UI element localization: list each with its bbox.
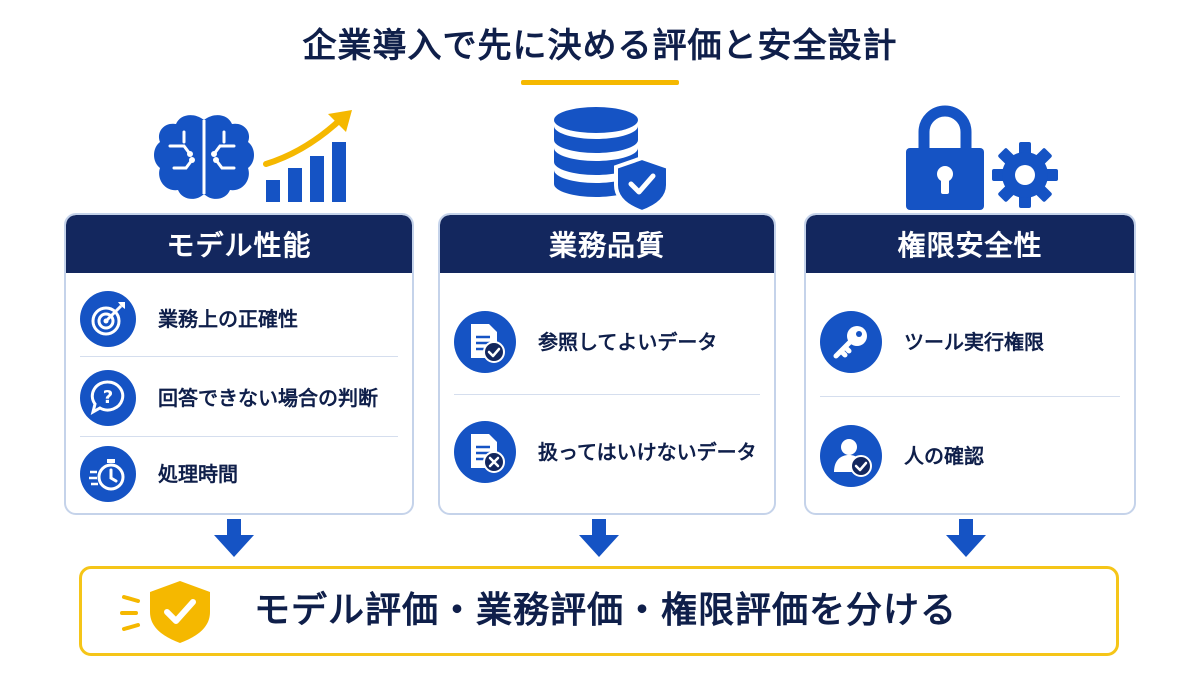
summary-banner: モデル評価・業務評価・権限評価を分ける [79, 566, 1119, 656]
list-item: 業務上の正確性 [80, 291, 398, 347]
card-model-performance: モデル性能 業務上の正確性 ? 回答できない場合の判断 [64, 213, 414, 515]
person-check-icon [820, 425, 882, 487]
card-permission-safety: 権限安全性 ツール実行権限 人の確認 [804, 213, 1136, 515]
list-item: 参照してよいデータ [454, 311, 760, 373]
document-check-icon [454, 311, 516, 373]
target-icon [80, 291, 136, 347]
divider [80, 356, 398, 357]
item-label: 処理時間 [158, 462, 238, 486]
shield-check-icon [120, 581, 210, 643]
banner-text: モデル評価・業務評価・権限評価を分ける [254, 590, 958, 631]
item-label: 回答できない場合の判断 [158, 386, 378, 410]
arrow-down-icon [214, 519, 254, 557]
gear-icon [992, 142, 1058, 208]
divider [80, 436, 398, 437]
lock-icon [906, 105, 984, 210]
card-header: モデル性能 [66, 215, 412, 273]
list-item: 処理時間 [80, 446, 398, 502]
card-header: 業務品質 [440, 215, 774, 273]
list-item: ? 回答できない場合の判断 [80, 370, 398, 426]
rising-bar-chart-icon [263, 110, 352, 202]
item-label: 人の確認 [904, 444, 984, 468]
list-item: 人の確認 [820, 425, 1120, 487]
brain-icon [154, 115, 254, 199]
item-label: 参照してよいデータ [538, 330, 718, 354]
database-shield-icon [554, 107, 670, 214]
key-icon [820, 311, 882, 373]
item-label: 扱ってはいけないデータ [538, 440, 757, 464]
card-header: 権限安全性 [806, 215, 1134, 273]
divider [454, 394, 760, 395]
page-title: 企業導入で先に決める評価と安全設計 [302, 26, 898, 66]
arrow-down-icon [946, 519, 986, 557]
stopwatch-icon [80, 446, 136, 502]
list-item: ツール実行権限 [820, 311, 1120, 373]
card-business-quality: 業務品質 参照してよいデータ 扱ってはいけないデ [438, 213, 776, 515]
arrow-down-icon [579, 519, 619, 557]
item-label: ツール実行権限 [904, 330, 1044, 354]
svg-text:?: ? [103, 387, 113, 408]
title-underline [521, 80, 679, 85]
item-label: 業務上の正確性 [158, 307, 298, 331]
document-x-icon [454, 421, 516, 483]
divider [820, 396, 1120, 397]
question-bubble-icon: ? [80, 370, 136, 426]
list-item: 扱ってはいけないデータ [454, 421, 760, 483]
